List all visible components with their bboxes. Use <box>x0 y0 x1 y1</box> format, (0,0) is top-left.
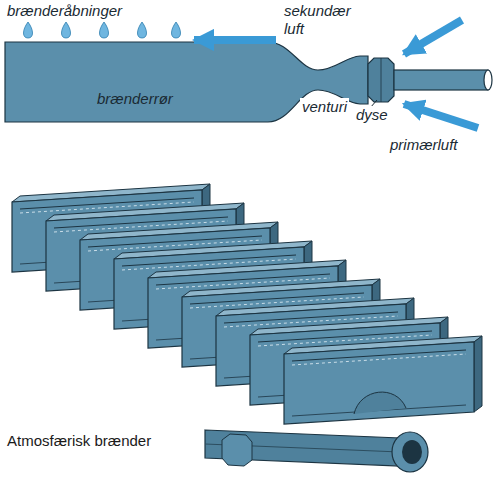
part-label: venturi <box>300 98 349 116</box>
gas-manifold <box>205 430 428 472</box>
part-label: dyse <box>354 106 390 124</box>
burner-bank <box>12 184 482 424</box>
part-label: sekundær luft <box>282 2 364 38</box>
part-label: primærluft <box>388 136 460 154</box>
flames <box>24 22 181 38</box>
part-label: brænderåbninger <box>5 2 124 20</box>
caption: Atmosfærisk brænder <box>5 432 153 450</box>
part-label: brænderrør <box>95 90 175 108</box>
